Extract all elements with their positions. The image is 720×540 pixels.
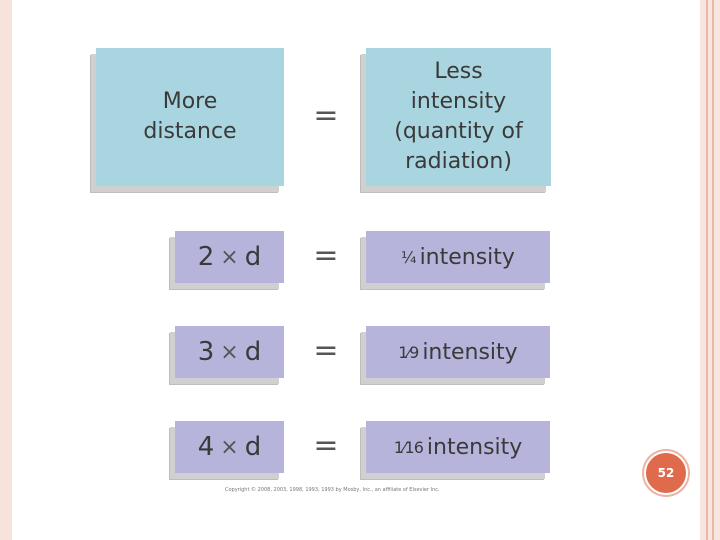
intensity-label: intensity <box>426 434 523 460</box>
times-sign: × <box>220 434 239 460</box>
less-intensity-line1: Less <box>434 59 483 84</box>
less-intensity-line4: radiation) <box>405 149 512 174</box>
multiplier: 2 <box>197 242 215 272</box>
distance-box-3d: 3 × d <box>175 326 284 378</box>
distance-box-4d: 4 × d <box>175 421 284 473</box>
distance-variable: d <box>244 337 262 367</box>
intensity-box-quarter: ¼ intensity <box>366 231 550 283</box>
intensity-label: intensity <box>419 244 515 270</box>
header-equals-sign: = <box>313 98 339 133</box>
intensity-label: intensity <box>422 339 518 365</box>
slide-right-stripe <box>712 0 714 540</box>
intensity-fraction: 1⁄9 <box>398 342 419 362</box>
less-intensity-box: Less intensity (quantity of radiation) <box>366 48 551 186</box>
intensity-box-ninth: 1⁄9 intensity <box>366 326 550 378</box>
slide-left-band <box>0 0 12 540</box>
page-number-badge: 52 <box>644 451 688 495</box>
times-sign: × <box>220 339 239 365</box>
slide-right-stripe <box>706 0 708 540</box>
row-equals-sign: = <box>313 333 339 368</box>
intensity-fraction: 1⁄16 <box>393 437 424 457</box>
copyright-notice: Copyright © 2008, 2003, 1998, 1993, 1993… <box>225 487 440 493</box>
row-equals-sign: = <box>313 428 339 463</box>
intensity-box-sixteenth: 1⁄16 intensity <box>366 421 550 473</box>
multiplier: 4 <box>197 432 215 462</box>
intensity-fraction: ¼ <box>401 247 416 267</box>
row-equals-sign: = <box>313 238 339 273</box>
distance-variable: d <box>244 432 262 462</box>
multiplier: 3 <box>197 337 215 367</box>
distance-variable: d <box>244 242 262 272</box>
slide-right-border <box>700 0 720 540</box>
less-intensity-line3: (quantity of <box>394 119 523 144</box>
distance-box-2d: 2 × d <box>175 231 284 283</box>
more-distance-line2: distance <box>143 119 237 144</box>
more-distance-box: More distance <box>96 48 284 186</box>
less-intensity-line2: intensity <box>410 89 507 114</box>
times-sign: × <box>220 244 239 270</box>
more-distance-line1: More <box>162 89 218 114</box>
